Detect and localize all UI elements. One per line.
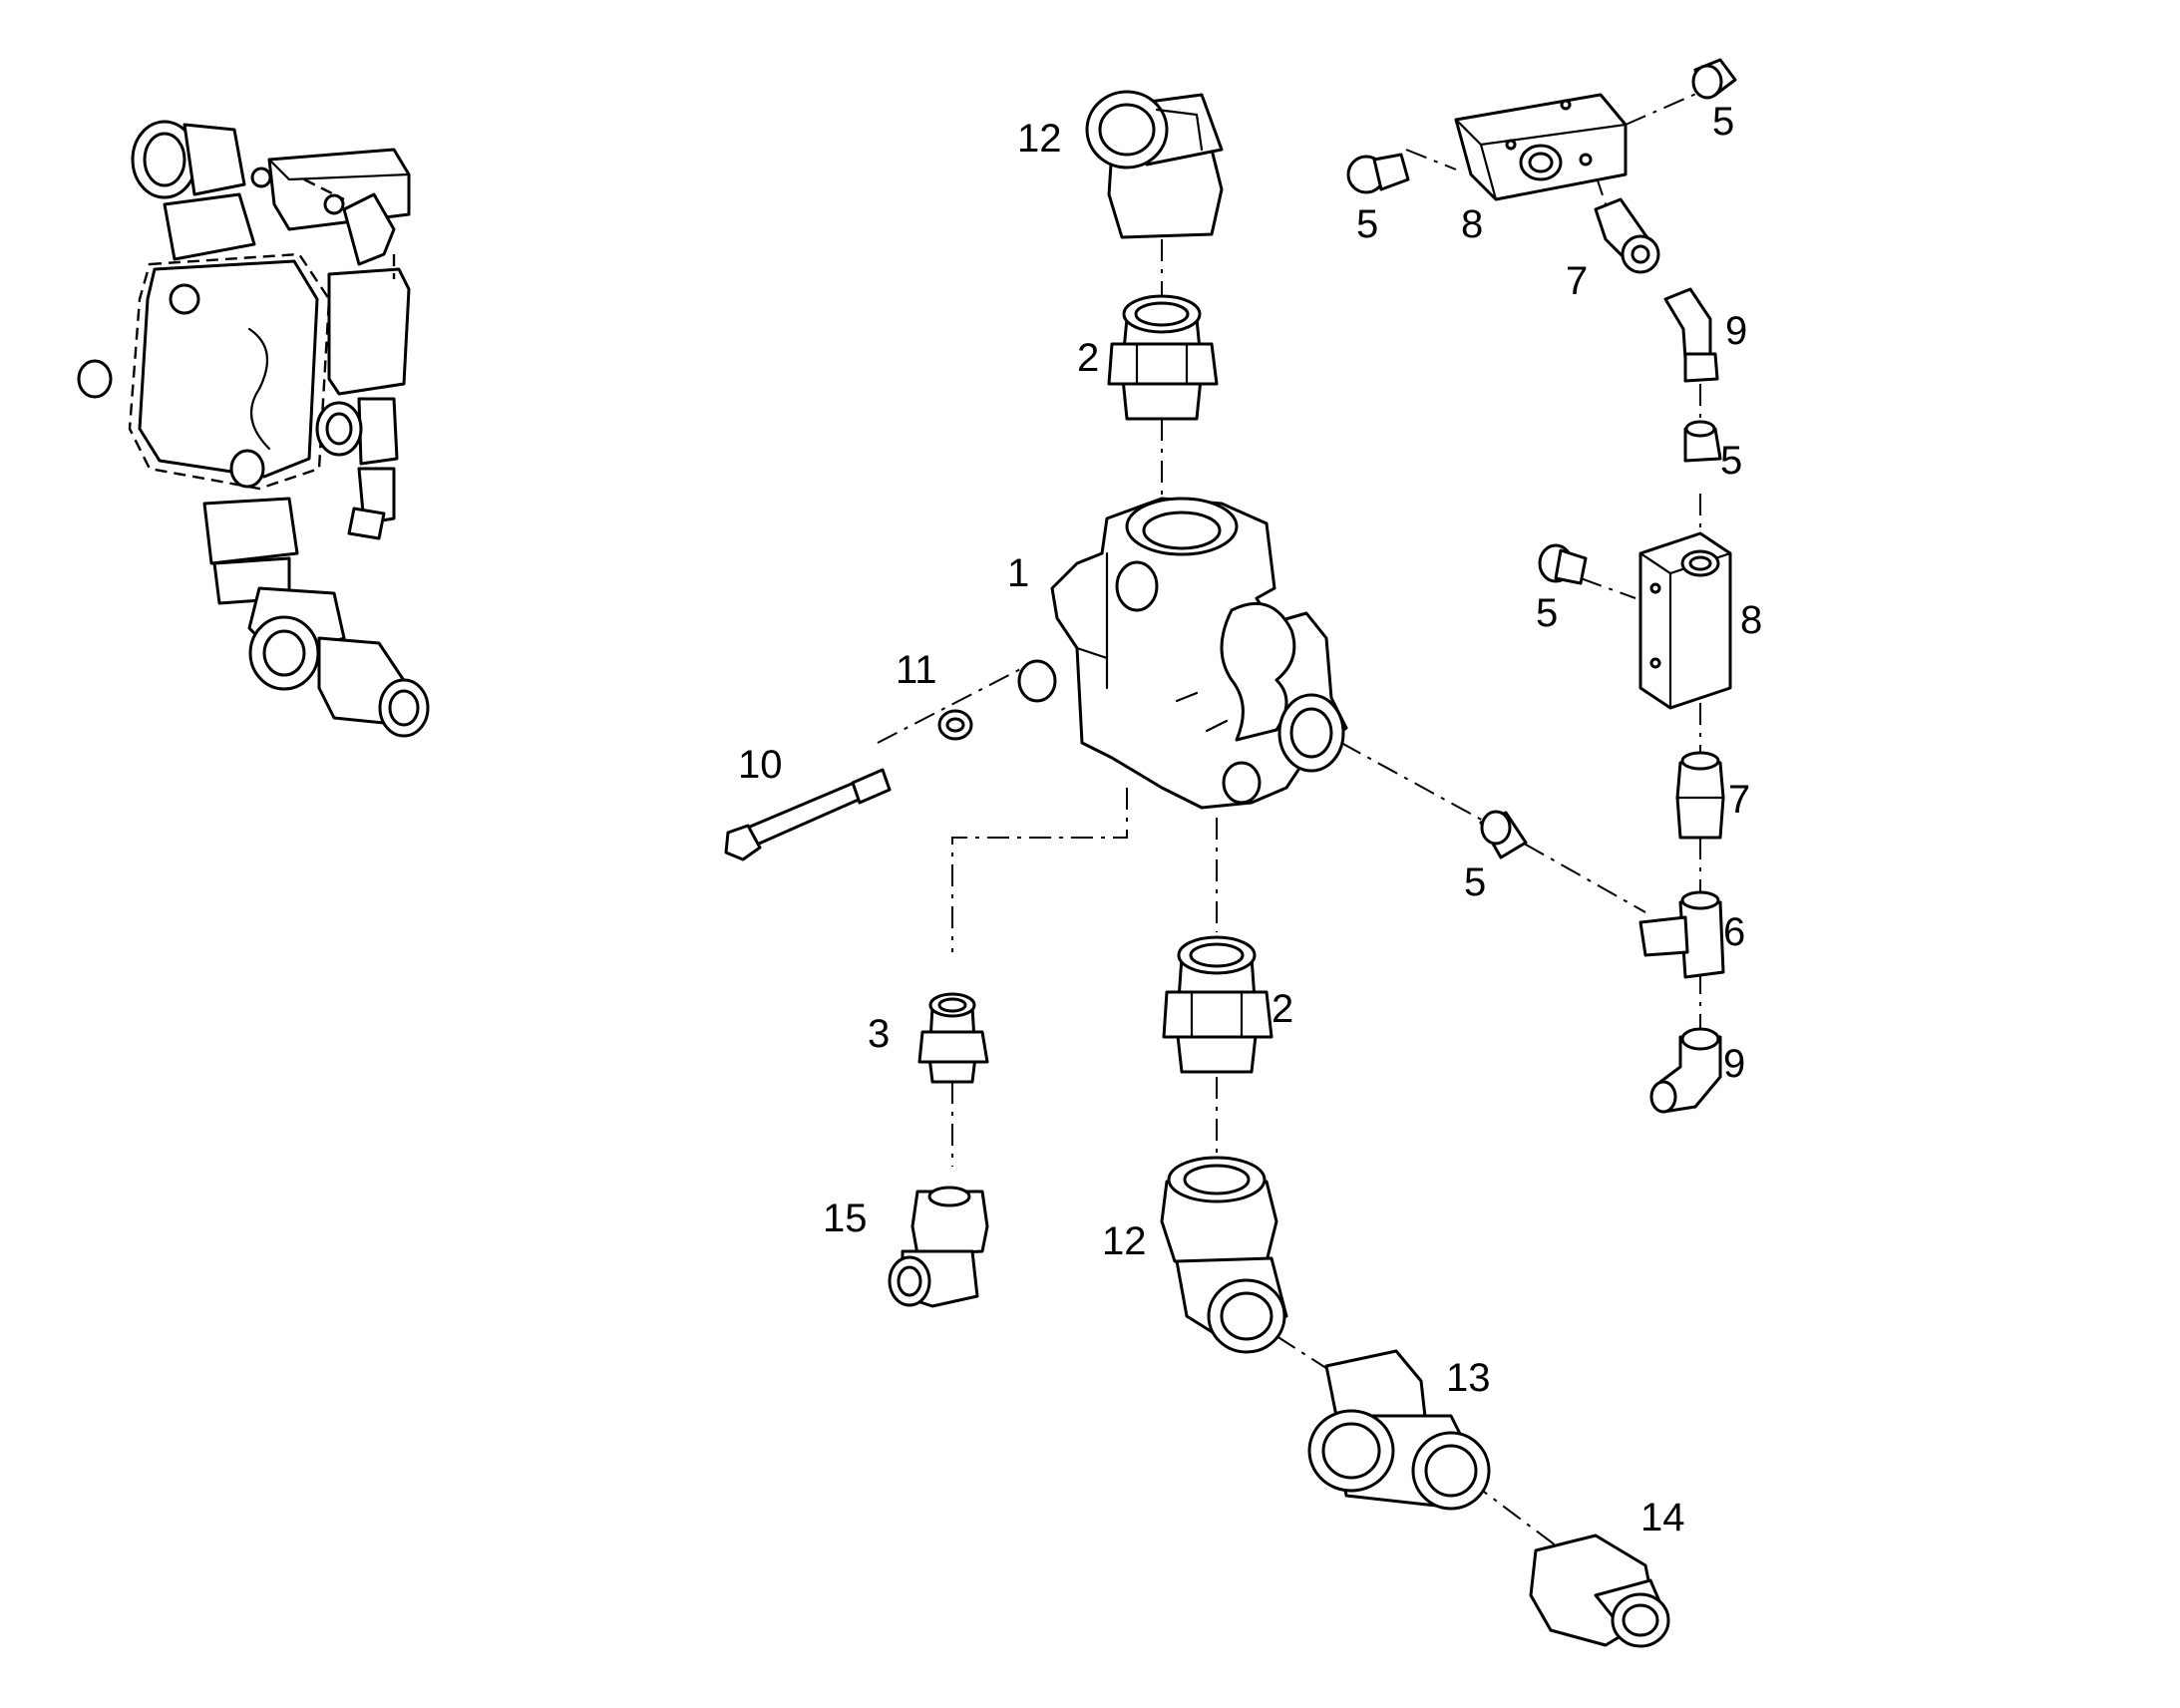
label-part-5-left-block: 5: [1536, 591, 1558, 635]
label-part-5-mid: 5: [1720, 439, 1742, 483]
valve-body-part-1: [1017, 497, 1348, 810]
label-part-15: 15: [823, 1196, 868, 1240]
tee-part-6: [1638, 890, 1725, 979]
elbow-part-12-bottom: [1160, 1156, 1288, 1354]
label-part-13: 13: [1446, 1356, 1491, 1400]
label-part-7-bottom: 7: [1728, 778, 1750, 822]
fitting-part-7-top: [1594, 197, 1660, 274]
label-part-8-top: 8: [1461, 202, 1483, 246]
plug-part-5-right-port: [1479, 810, 1528, 859]
label-part-8-bottom: 8: [1740, 598, 1762, 642]
block-part-8-bottom: [1638, 531, 1732, 710]
label-part-7-top: 7: [1566, 259, 1588, 303]
label-part-2-top: 2: [1077, 336, 1099, 380]
label-part-12-top: 12: [1017, 117, 1062, 161]
label-part-9-top: 9: [1725, 309, 1747, 353]
nut-part-14: [1529, 1534, 1670, 1648]
assembly-leader-lines: [877, 89, 1706, 1546]
elbow-part-12-top: [1085, 90, 1224, 239]
adapter-part-3: [917, 992, 989, 1084]
label-part-1: 1: [1007, 551, 1029, 595]
tee-part-13: [1307, 1349, 1491, 1511]
label-part-5-top-left: 5: [1356, 202, 1378, 246]
label-part-14: 14: [1640, 1496, 1685, 1539]
elbow-part-15: [888, 1186, 989, 1308]
fitting-part-7-bottom: [1675, 751, 1725, 840]
bolt-part-10: [724, 768, 892, 861]
label-part-9-bottom: 9: [1723, 1042, 1745, 1086]
assembled-valve-view: [77, 120, 430, 738]
elbow-part-9-top: [1663, 287, 1719, 383]
label-part-12-bottom: 12: [1102, 1219, 1147, 1263]
plug-part-5-left-block: [1538, 543, 1588, 585]
block-part-8-top: [1454, 93, 1628, 201]
part-labels: 1 2 2 3 5 5 5 5 5 6 7 7 8 8 9 9 10 11 12…: [738, 100, 1762, 1539]
plug-part-5-mid: [1683, 420, 1722, 463]
label-part-10: 10: [738, 743, 783, 787]
plug-part-5-top-left: [1346, 153, 1410, 194]
elbow-part-9-bottom: [1649, 1027, 1722, 1114]
label-part-6: 6: [1723, 910, 1745, 954]
adapter-part-2-bottom: [1162, 935, 1273, 1074]
washer-part-11: [937, 709, 973, 741]
label-part-2-bottom: 2: [1272, 987, 1293, 1031]
label-part-5-right-port: 5: [1464, 860, 1486, 904]
label-part-3: 3: [868, 1012, 890, 1056]
adapter-part-2-top: [1107, 294, 1219, 421]
label-part-11: 11: [896, 648, 937, 692]
plug-part-5-top-right: [1691, 58, 1737, 100]
label-part-5-top-right: 5: [1712, 100, 1734, 144]
